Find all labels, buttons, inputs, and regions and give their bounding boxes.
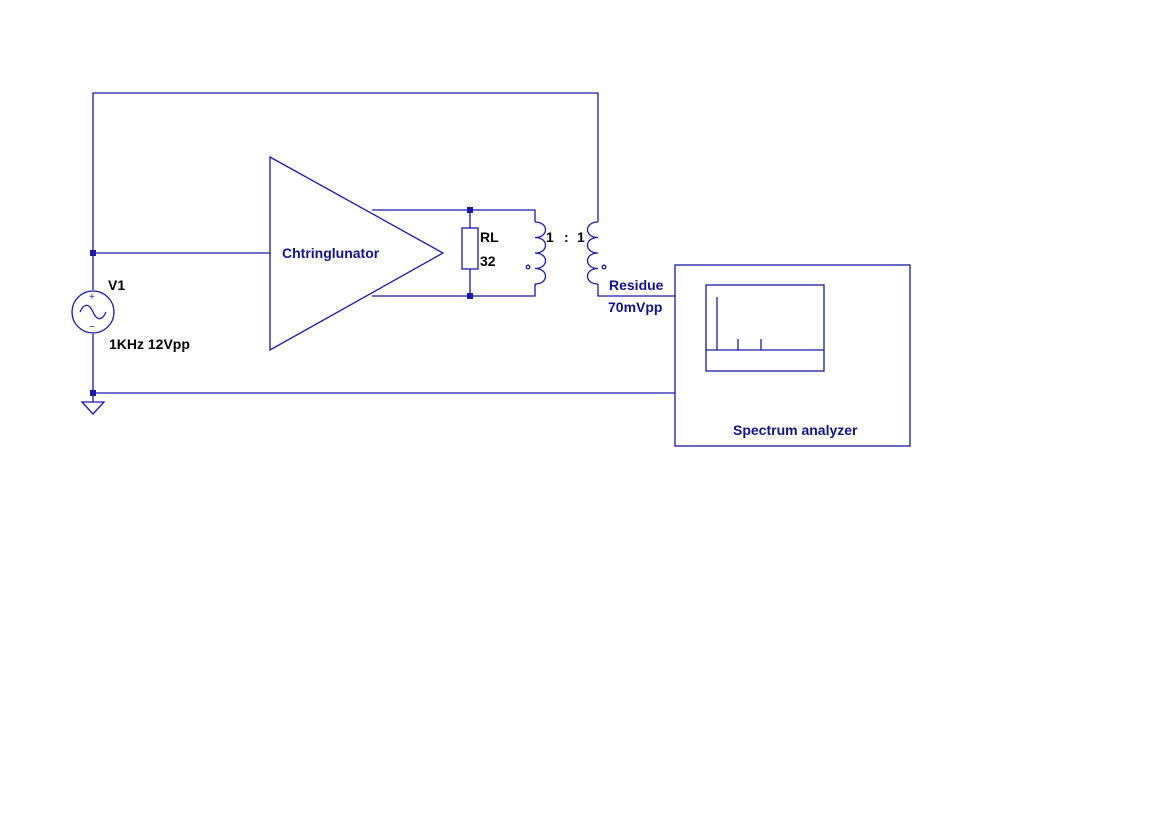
spectrum-analyzer[interactable] — [674, 264, 911, 447]
junction-v1-plus — [90, 250, 96, 256]
wire-amp-out-top — [372, 209, 536, 222]
resistor-name-label: RL — [480, 229, 499, 245]
transformer-ratio-right: 1 — [577, 229, 585, 245]
analyzer-outer-box — [674, 264, 911, 447]
source-circle — [71, 290, 115, 334]
source-value-label: 1KHz 12Vpp — [109, 336, 190, 352]
junction-rl-bottom — [467, 293, 473, 299]
secondary-winding — [586, 221, 599, 285]
transformer-ratio-separator: : — [564, 229, 569, 245]
resistor-rl[interactable] — [461, 227, 479, 270]
junction-rl-top — [467, 207, 473, 213]
source-minus-sign: − — [89, 322, 95, 333]
secondary-dot-icon — [601, 264, 607, 270]
transformer[interactable] — [525, 221, 607, 285]
transformer-ratio-left: 1 — [546, 229, 554, 245]
wire-residue — [597, 284, 675, 297]
primary-dot-icon — [525, 264, 531, 270]
wires — [92, 92, 675, 402]
resistor-body — [461, 227, 479, 270]
primary-winding — [534, 221, 547, 285]
wire-amp-out-bottom — [372, 284, 536, 297]
wire-feedback-top — [92, 92, 599, 253]
ground-icon — [80, 401, 106, 415]
analyzer-screen — [705, 284, 825, 372]
analyzer-label: Spectrum analyzer — [733, 422, 858, 438]
source-plus-sign: + — [89, 292, 95, 303]
junction-ground — [90, 390, 96, 396]
resistor-value-label: 32 — [480, 253, 496, 269]
source-name-label: V1 — [108, 277, 125, 293]
residue-value-label: 70mVpp — [608, 299, 662, 315]
voltage-source-v1[interactable]: + − — [71, 290, 115, 334]
sine-wave-icon — [79, 304, 107, 320]
residue-label: Residue — [609, 277, 664, 293]
junctions — [90, 207, 473, 396]
amplifier-triangle — [269, 155, 445, 352]
amplifier-chtringlunator[interactable] — [269, 155, 445, 352]
amplifier-label: Chtringlunator — [282, 245, 380, 261]
